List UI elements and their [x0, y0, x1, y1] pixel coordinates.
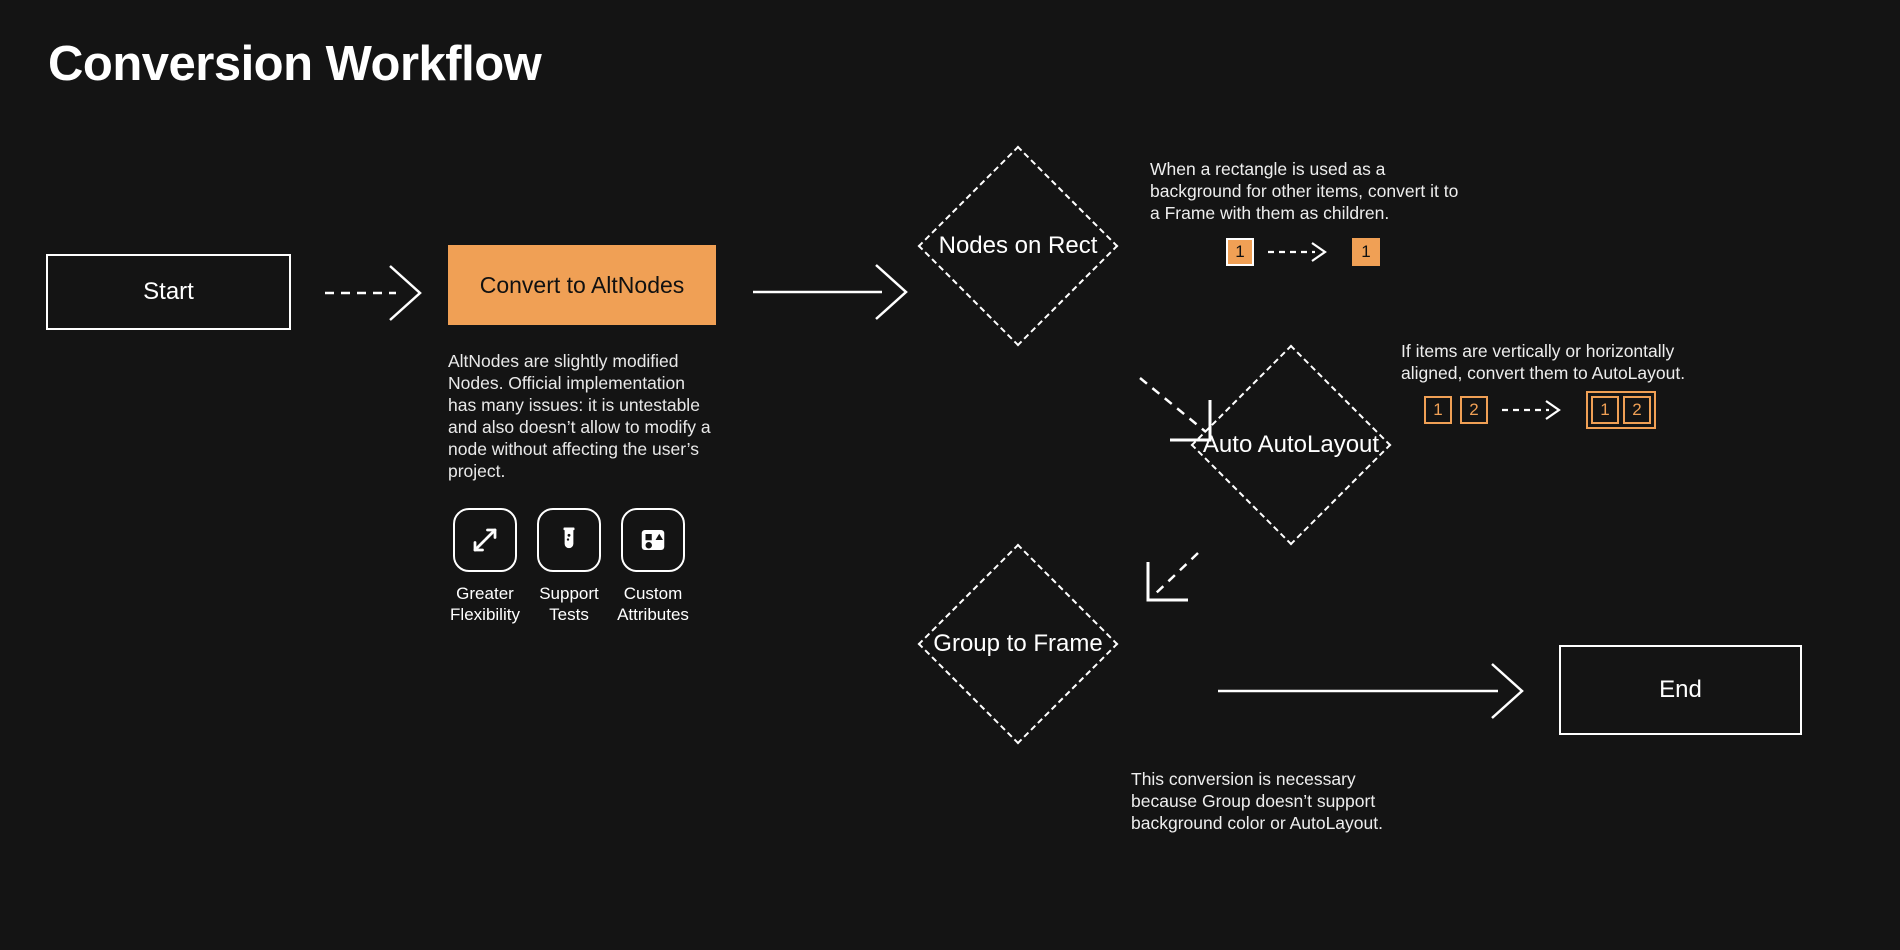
- edge-convert-to-nodesonrect: [753, 264, 908, 320]
- feature-list: Greater Flexibility Support Tests: [450, 508, 689, 625]
- feature-tile: [537, 508, 601, 572]
- node-start[interactable]: Start: [46, 254, 291, 330]
- feature-label: Greater Flexibility: [450, 584, 520, 624]
- node-convert-to-altnodes[interactable]: Convert to AltNodes: [448, 245, 716, 325]
- node-start-label: Start: [143, 278, 194, 305]
- page-title: Conversion Workflow: [48, 37, 542, 91]
- badge: 2: [1623, 396, 1651, 424]
- edge-start-to-convert: [325, 265, 422, 321]
- feature-tile: [453, 508, 517, 572]
- node-end-label: End: [1659, 676, 1702, 703]
- mini-arrow-icon: [1268, 242, 1327, 262]
- badge: 1: [1424, 396, 1452, 424]
- node-group-to-frame-label: Group to Frame: [933, 630, 1103, 657]
- edge-autoautolayout-to-grouptoframe: [1146, 552, 1199, 602]
- feature-custom-attributes[interactable]: Custom Attributes: [617, 508, 689, 625]
- badge-before-group: 1 2: [1424, 396, 1488, 424]
- badge-after-group: 1 2: [1586, 391, 1656, 429]
- expand-arrows-icon: [473, 528, 497, 552]
- badge: 2: [1460, 396, 1488, 424]
- badge-after-group: 1: [1352, 238, 1380, 266]
- edge-grouptoframe-to-end: [1218, 663, 1524, 719]
- test-tube-icon: [563, 527, 575, 549]
- node-convert-label: Convert to AltNodes: [479, 271, 685, 298]
- feature-label: Custom Attributes: [617, 584, 689, 624]
- shapes-attributes-icon: [641, 530, 665, 550]
- node-nodes-on-rect-label: Nodes on Rect: [938, 232, 1098, 259]
- note-nodes-on-rect: When a rectangle is used as a background…: [1150, 159, 1459, 223]
- badge: 1: [1352, 238, 1380, 266]
- feature-support-tests[interactable]: Support Tests: [536, 508, 602, 625]
- node-end[interactable]: End: [1559, 645, 1802, 735]
- badge-example-nodes-on-rect: 1 1: [1226, 238, 1380, 266]
- node-auto-autolayout[interactable]: Auto AutoLayout: [1190, 344, 1392, 546]
- node-auto-autolayout-label: Auto AutoLayout: [1202, 431, 1380, 458]
- badge-example-auto-autolayout: 1 2 1 2: [1424, 391, 1656, 429]
- badge-before-group: 1: [1226, 238, 1254, 266]
- note-group-to-frame: This conversion is necessary because Gro…: [1131, 769, 1383, 833]
- note-auto-autolayout: If items are vertically or horizontally …: [1401, 341, 1686, 383]
- mini-arrow-icon: [1502, 400, 1561, 420]
- badge: 1: [1226, 238, 1254, 266]
- edge-nodesonrect-to-autoautolayout: [1139, 377, 1212, 442]
- node-nodes-on-rect[interactable]: Nodes on Rect: [917, 145, 1119, 347]
- feature-tile: [621, 508, 685, 572]
- feature-label: Support Tests: [539, 584, 599, 624]
- node-group-to-frame[interactable]: Group to Frame: [917, 543, 1119, 745]
- feature-greater-flexibility[interactable]: Greater Flexibility: [450, 508, 520, 625]
- convert-note-text: AltNodes are slightly modified Nodes. Of…: [448, 351, 711, 481]
- badge: 1: [1591, 396, 1619, 424]
